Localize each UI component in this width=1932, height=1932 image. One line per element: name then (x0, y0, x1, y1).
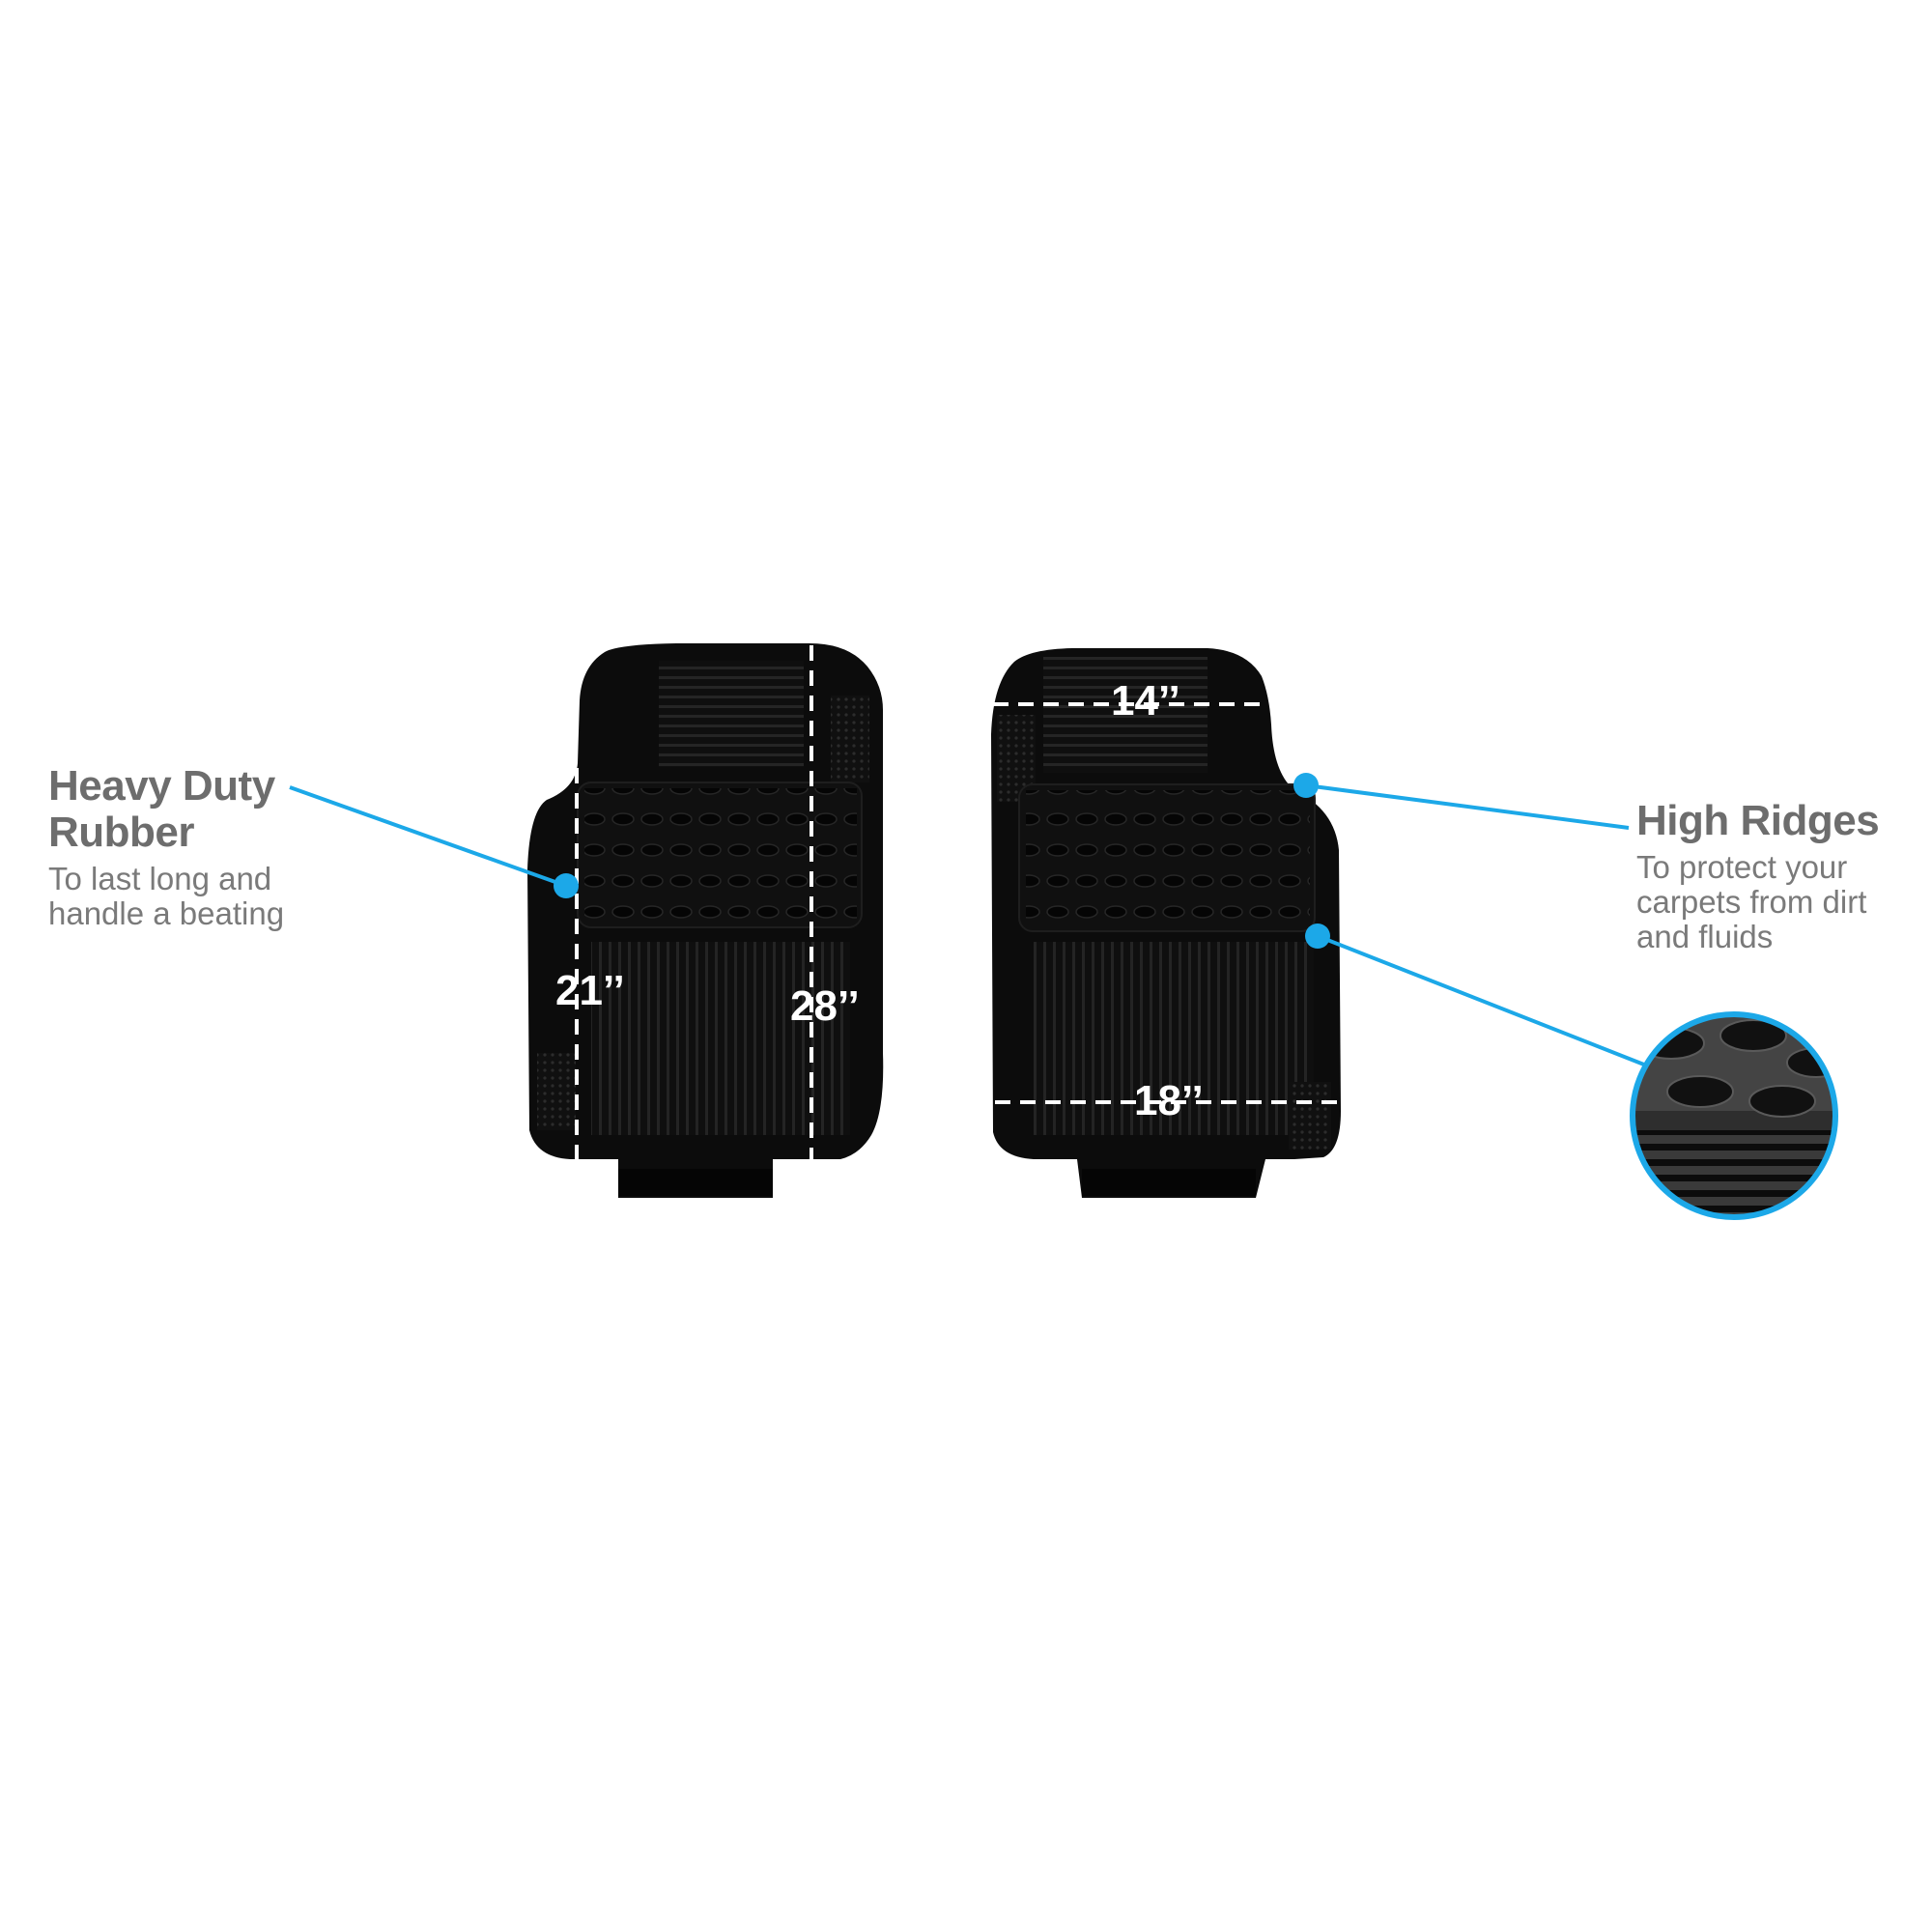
feature-description-line: handle a beating (48, 895, 285, 931)
right-mat-heel-tab (1082, 1169, 1256, 1196)
feature-description-line: carpets from dirt (1636, 884, 1867, 920)
callout-line-right-zoom (1317, 934, 1655, 1070)
right-mat-dots (1026, 790, 1310, 925)
feature-high-ridges: High Ridges To protect your carpets from… (1636, 798, 1926, 954)
dimension-label-28: 28’’ (790, 982, 860, 1030)
zoom-detail-icon (1630, 1011, 1838, 1220)
callout-dot-icon (1293, 773, 1319, 798)
callout-line-right-top (1305, 783, 1630, 830)
callout-lines (289, 773, 1655, 1070)
feature-title: Heavy Duty Rubber (48, 763, 338, 856)
right-mat-top-ridges (1043, 657, 1208, 773)
dimension-label-18: 18’’ (1134, 1077, 1204, 1124)
callout-line-left (289, 785, 567, 888)
right-floor-mat (991, 648, 1341, 1198)
left-mat-side-texture (831, 696, 869, 782)
feature-description: To last long and handle a beating (48, 862, 338, 931)
left-floor-mat (527, 643, 884, 1198)
feature-title: High Ridges (1636, 797, 1880, 844)
feature-description-line: To protect your (1636, 849, 1848, 885)
feature-title-line: Rubber (48, 809, 195, 856)
callout-dot-icon (554, 873, 579, 898)
feature-title-line: Heavy Duty (48, 762, 275, 810)
left-mat-corner-texture (537, 1053, 576, 1130)
left-mat-top-ridges (659, 661, 804, 767)
left-mat-vertical-ridges (591, 942, 850, 1135)
left-mat-heel-tab (618, 1169, 773, 1196)
left-mat-dots (584, 788, 857, 922)
callout-dot-icon (1305, 923, 1330, 949)
feature-description-line: To last long and (48, 861, 272, 896)
feature-description-line: and fluids (1636, 919, 1774, 954)
feature-description: To protect your carpets from dirt and fl… (1636, 850, 1926, 954)
dimension-label-14: 14’’ (1111, 677, 1180, 724)
feature-heavy-duty-rubber: Heavy Duty Rubber To last long and handl… (48, 763, 338, 931)
right-mat-corner-texture (1289, 1082, 1331, 1150)
dimension-label-21: 21’’ (555, 967, 625, 1014)
